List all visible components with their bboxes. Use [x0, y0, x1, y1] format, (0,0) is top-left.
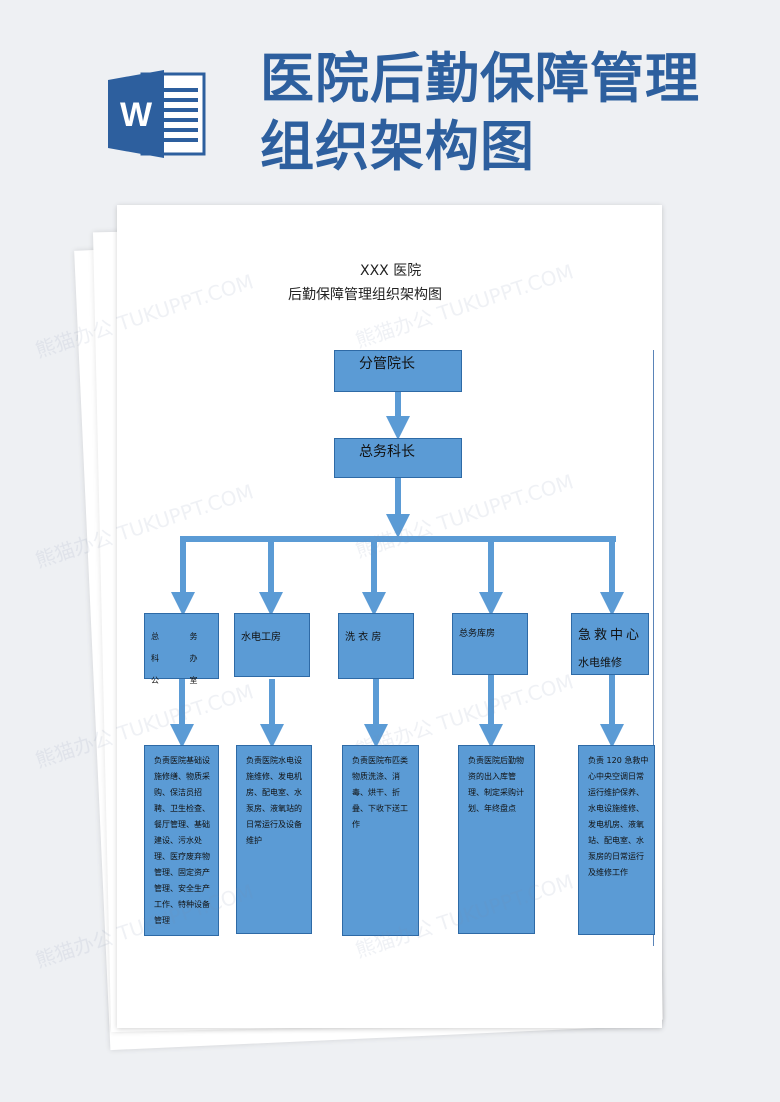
org-duty-dept-3: 负责医院布匹类物质洗涤、消毒、烘干、折叠、下收下送工作 [342, 745, 419, 936]
org-duty-dept-4-text: 负责医院后勤物资的出入库管理、制定采购计划、年终盘点 [468, 756, 524, 813]
page-title-line2: 组织架构图 [260, 114, 535, 178]
org-node-second: 总务科长 [334, 438, 462, 478]
org-node-dept-5: 急救中心 水电维修 [571, 613, 649, 675]
word-document-icon: W [108, 68, 208, 160]
org-node-dept-2: 水电工房 [234, 613, 310, 677]
org-duty-dept-1-text: 负责医院基础设施修缮、物质采购、保洁员招聘、卫生检查、餐厅管理、基础建设、污水处… [154, 756, 210, 925]
svg-text:W: W [120, 96, 153, 134]
org-duty-dept-2: 负责医院水电设施维修、发电机房、配电室、水泵房、液氧站的日常运行及设备维护 [236, 745, 312, 934]
org-node-root: 分管院长 [334, 350, 462, 392]
org-duty-dept-4: 负责医院后勤物资的出入库管理、制定采购计划、年终盘点 [458, 745, 535, 934]
document-title: XXX 医院 [360, 263, 422, 279]
org-duty-dept-2-text: 负责医院水电设施维修、发电机房、配电室、水泵房、液氧站的日常运行及设备维护 [246, 756, 302, 845]
org-node-dept-5-sublabel: 水电维修 [578, 656, 622, 669]
org-duty-dept-5-text: 负责 120 急救中心中央空调日常运行维护保养、水电设施维修、发电机房、液氧站、… [588, 756, 649, 877]
org-duty-dept-1: 负责医院基础设施修缮、物质采购、保洁员招聘、卫生检查、餐厅管理、基础建设、污水处… [144, 745, 219, 936]
org-duty-dept-3-text: 负责医院布匹类物质洗涤、消毒、烘干、折叠、下收下送工作 [352, 756, 408, 829]
org-node-dept-1: 总 务 科 办 公 室 [144, 613, 219, 685]
org-node-second-label: 总务科长 [359, 444, 415, 460]
document-subtitle: 后勤保障管理组织架构图 [288, 287, 442, 303]
org-node-dept-5-label: 急救中心 [578, 628, 643, 643]
org-duty-dept-5: 负责 120 急救中心中央空调日常运行维护保养、水电设施维修、发电机房、液氧站、… [578, 745, 655, 935]
page-title: 医院后勤保障管理 组织架构图 [260, 44, 760, 180]
org-node-dept-3-label: 洗 衣 房 [345, 632, 382, 643]
org-node-dept-3: 洗 衣 房 [338, 613, 414, 679]
org-node-dept-1-label: 总 务 科 办 公 室 [151, 632, 212, 685]
page-title-line1: 医院后勤保障管理 [260, 46, 700, 110]
org-node-dept-4-label: 总务库房 [459, 629, 496, 639]
org-node-dept-2-label: 水电工房 [241, 632, 281, 643]
org-node-root-label: 分管院长 [359, 356, 415, 372]
page-margin-line [653, 350, 654, 946]
org-node-dept-4: 总务库房 [452, 613, 528, 675]
